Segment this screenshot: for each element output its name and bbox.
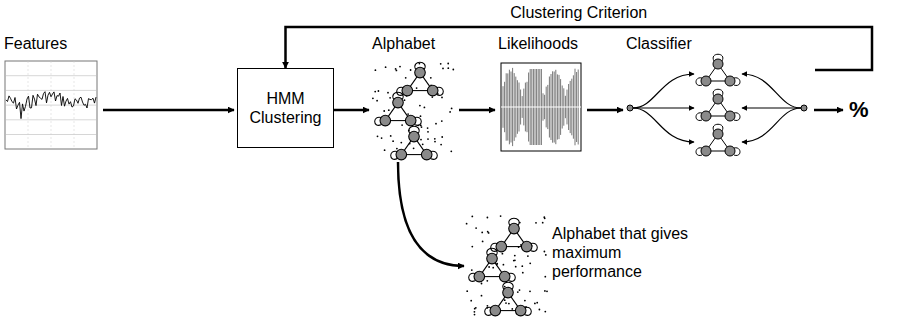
result-arrow	[814, 109, 843, 112]
stage-figure: Alphabet	[372, 34, 459, 162]
flow-arrow	[103, 109, 234, 112]
stage-label: Alphabet that gives maximum performance	[552, 224, 710, 281]
classifier-graph	[626, 56, 812, 156]
flow-arrow	[587, 109, 623, 112]
result-label: %	[846, 97, 872, 123]
hmm-alphabet	[372, 60, 456, 162]
stage-figure: Features	[4, 34, 103, 156]
box-label: HMM Clustering	[242, 89, 329, 127]
stage-figure: Likelihoods	[498, 34, 587, 154]
feature-plot	[4, 60, 100, 152]
stage-label: Alphabet	[372, 34, 459, 53]
edge-label: Clustering Criterion	[507, 3, 650, 22]
stage-label: Likelihoods	[498, 34, 587, 53]
stage-figure: Classifier	[626, 34, 815, 158]
flow-arrow	[459, 109, 495, 112]
likelihood-plot	[500, 62, 584, 154]
stage-figure: Alphabet that gives maximum performance	[466, 212, 713, 320]
flow-arrow	[398, 162, 464, 266]
stage-label: Classifier	[626, 34, 815, 53]
process-box: HMM Clustering	[237, 68, 334, 148]
stage-label: Features	[4, 34, 103, 53]
flow-arrow	[334, 109, 369, 112]
best-alphabet	[466, 216, 550, 318]
